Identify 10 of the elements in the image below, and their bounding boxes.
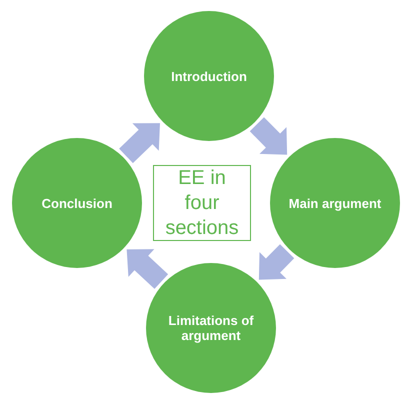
- node-label: Main argument: [288, 196, 382, 210]
- node-label: Conclusion: [40, 196, 114, 210]
- center-box: [153, 165, 251, 241]
- node-label: Limitations of argument: [167, 313, 255, 343]
- block-arrow: [126, 249, 168, 289]
- block-arrow: [119, 123, 160, 164]
- node-label: EE in four sections: [164, 166, 240, 240]
- block-arrow: [258, 244, 294, 280]
- block-arrow: [250, 117, 288, 155]
- node-label: Introduction: [170, 68, 248, 84]
